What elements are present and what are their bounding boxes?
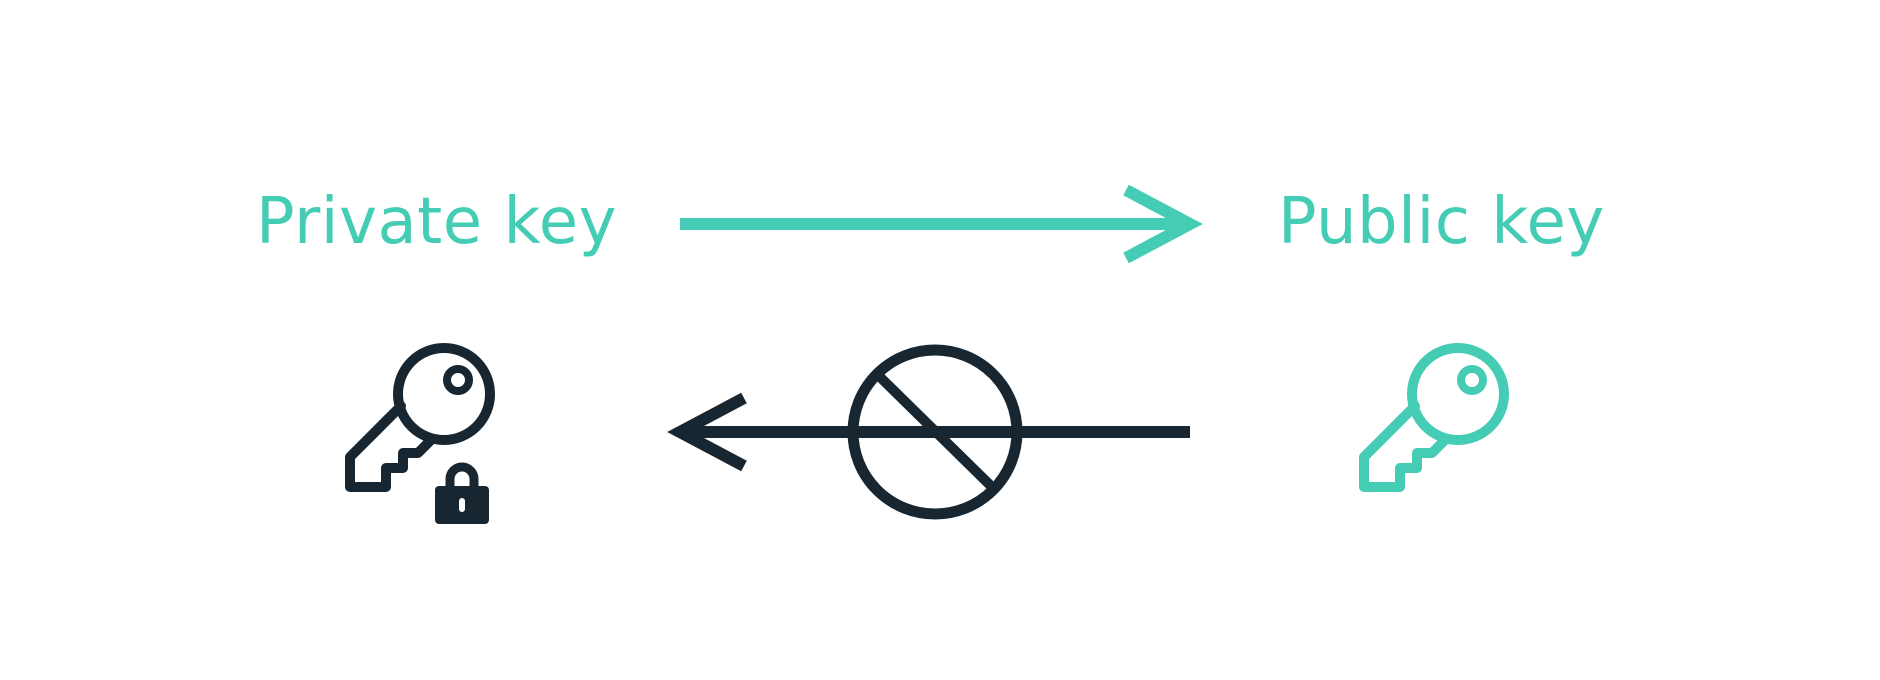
private-key-icon (345, 343, 495, 492)
private-key-label: Private key (256, 185, 617, 259)
public-key-label: Public key (1278, 185, 1605, 259)
prohibited-icon (847, 344, 1023, 520)
arrow-right-icon (680, 184, 1203, 264)
public-key-icon (1359, 343, 1509, 492)
lock-icon (435, 462, 489, 524)
